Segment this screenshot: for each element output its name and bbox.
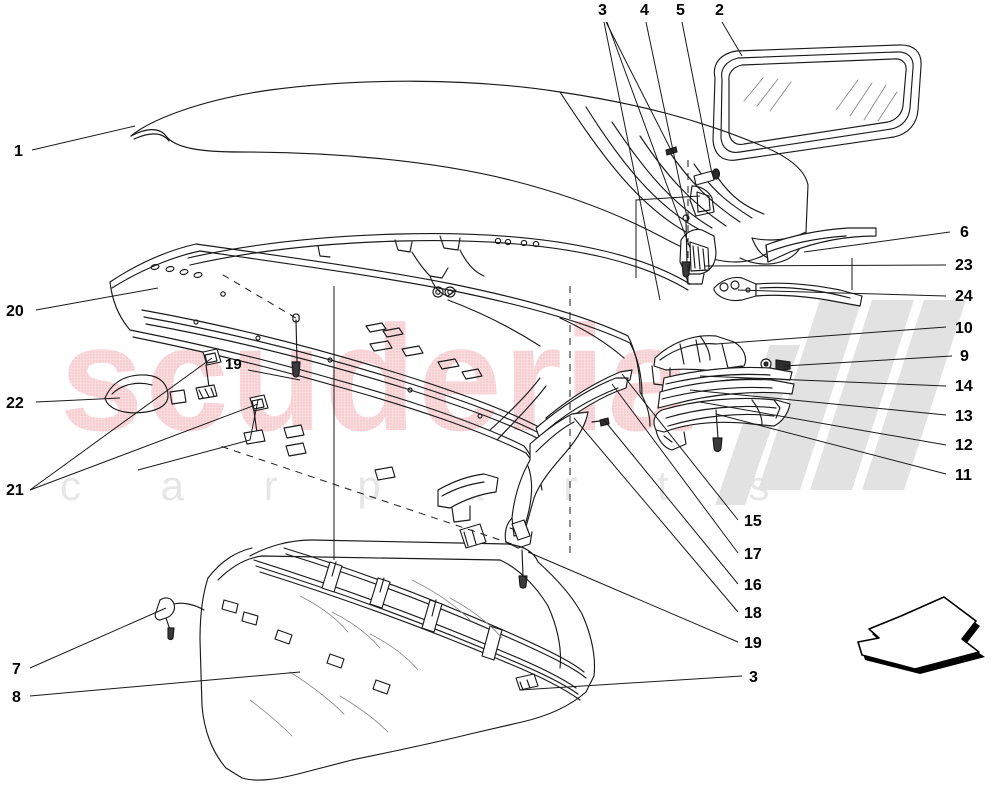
callout-15[interactable]: 15 xyxy=(744,513,762,530)
leader-23 xyxy=(703,264,947,267)
leader-21b xyxy=(29,403,259,491)
leader-24 xyxy=(737,289,947,297)
construction-line-a xyxy=(217,271,297,319)
leader-14 xyxy=(699,375,947,387)
leader-3a xyxy=(603,21,661,301)
watermark-scuderia: scuderia xyxy=(60,294,693,462)
leader-6 xyxy=(803,231,951,253)
leader-7 xyxy=(29,607,167,669)
part-interior-trim-cap xyxy=(104,374,187,414)
callout-8[interactable]: 8 xyxy=(12,689,21,706)
callout-1[interactable]: 1 xyxy=(14,143,23,160)
leader-12 xyxy=(699,401,947,446)
leader-15 xyxy=(621,373,739,521)
leader-19 xyxy=(527,551,739,643)
callout-6[interactable]: 6 xyxy=(960,224,969,241)
watermark-carparts: c a r p a r t s xyxy=(60,462,803,509)
leader-4 xyxy=(645,21,689,223)
callout-19-inline[interactable]: 19 xyxy=(225,356,242,373)
leader-11 xyxy=(715,413,947,475)
callout-2[interactable]: 2 xyxy=(715,2,724,19)
part-frame-lower-detail xyxy=(437,473,499,523)
part-retaining-screw-center xyxy=(291,313,301,378)
leader-17 xyxy=(611,383,739,554)
part-rear-seal-strip xyxy=(765,227,877,263)
callout-5[interactable]: 5 xyxy=(676,2,685,19)
callout-10[interactable]: 10 xyxy=(955,320,973,337)
callout-4[interactable]: 4 xyxy=(640,2,649,19)
part-tonneau-hook xyxy=(154,597,205,641)
callout-3-lower[interactable]: 3 xyxy=(749,669,758,686)
leader-10 xyxy=(715,326,947,345)
callout-21[interactable]: 21 xyxy=(6,482,24,499)
callout-3-top[interactable]: 3 xyxy=(598,2,607,19)
leader-18 xyxy=(573,417,739,613)
leader-2 xyxy=(721,21,743,57)
callout-22[interactable]: 22 xyxy=(6,395,24,412)
construction-box-left xyxy=(137,399,259,471)
leader-9 xyxy=(783,355,953,367)
part-hinge-bracket xyxy=(665,146,721,285)
construction-line-b xyxy=(219,445,525,549)
callout-23[interactable]: 23 xyxy=(955,257,973,274)
callout-19[interactable]: 19 xyxy=(744,635,762,652)
callout-20[interactable]: 20 xyxy=(6,303,24,320)
callout-11[interactable]: 11 xyxy=(955,467,972,484)
leader-21a xyxy=(29,357,213,491)
part-link-arm xyxy=(713,276,863,307)
leader-16 xyxy=(603,419,739,585)
leader-22 xyxy=(35,397,121,403)
leader-20 xyxy=(35,287,159,311)
callout-14[interactable]: 14 xyxy=(955,378,973,395)
leader-8 xyxy=(29,671,301,697)
callout-17[interactable]: 17 xyxy=(744,546,762,563)
leader-3d xyxy=(519,675,743,691)
callout-18[interactable]: 18 xyxy=(744,605,762,622)
part-roof-frame-assembly xyxy=(109,233,691,491)
part-center-rail-seals xyxy=(504,369,633,589)
leader-5 xyxy=(681,21,713,175)
leader-13 xyxy=(689,389,947,416)
callout-7[interactable]: 7 xyxy=(12,661,21,678)
leader-3c xyxy=(606,21,691,249)
callout-24[interactable]: 24 xyxy=(955,288,973,305)
callout-16[interactable]: 16 xyxy=(744,577,762,594)
callout-12[interactable]: 12 xyxy=(955,437,973,454)
part-rear-window-glass xyxy=(712,44,922,161)
orientation-arrow-body xyxy=(857,596,980,670)
leader-19-inline xyxy=(247,369,301,381)
part-misc-small-brackets xyxy=(459,519,539,691)
callout-9[interactable]: 9 xyxy=(960,348,969,365)
callout-13[interactable]: 13 xyxy=(955,408,973,425)
leader-1 xyxy=(31,125,136,151)
leader-3b xyxy=(605,21,673,153)
construction-box-right xyxy=(635,195,701,278)
